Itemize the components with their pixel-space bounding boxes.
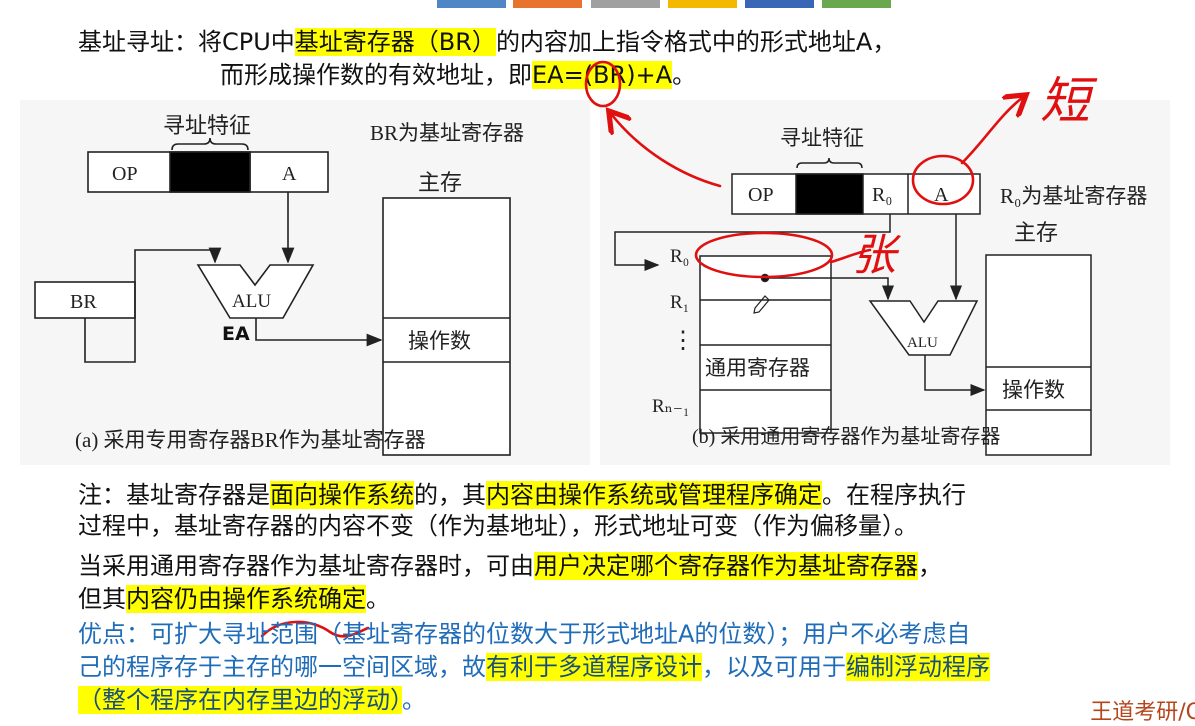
red-ink-annotations — [260, 60, 1022, 638]
br-label: BR — [70, 291, 97, 313]
br-note: BR为基址寄存器 — [370, 121, 524, 145]
register-dots: ⋮ — [671, 328, 695, 354]
text-segment: 但其 — [78, 585, 126, 613]
brand-footer: 王道考研/CS — [1090, 700, 1195, 725]
highlighted-text: 编制浮动程序 — [846, 653, 990, 681]
text-segment: 。在程序执行 — [822, 481, 966, 509]
operand-label-b: 操作数 — [1002, 378, 1065, 402]
text-segment: 基址寻址：将CPU中 — [78, 28, 295, 56]
text-segment: 优点：可扩大寻址范围（基址寄存器的位数大于形式地址A的位数）；用户不必考虑自 — [78, 620, 971, 648]
op-field-b: OP — [748, 184, 774, 206]
text-segment: 。 — [402, 686, 426, 714]
alu-label-b: ALU — [907, 335, 938, 351]
highlighted-text: 内容仍由操作系统确定 — [126, 585, 366, 613]
highlighted-text: EA=(BR)+A — [532, 61, 673, 89]
text-segment: 的内容加上指令格式中的形式地址A， — [495, 28, 897, 56]
op-field-a: OP — [112, 163, 138, 185]
text-segment: 的，其 — [414, 481, 486, 509]
br-register — [34, 281, 136, 319]
memory-label-b: 主存 — [1014, 220, 1058, 245]
text-segment: ，以及可用于 — [702, 653, 846, 681]
highlighted-text: 基址寄存器（BR） — [294, 28, 496, 56]
r1-label: R₁ — [670, 292, 689, 313]
memory-label-a: 主存 — [418, 170, 462, 195]
ea-label: EA — [222, 323, 250, 345]
alu-b — [868, 300, 979, 356]
highlighted-text: 内容由操作系统或管理程序确定 — [486, 481, 822, 509]
highlighted-text: 用户决定哪个寄存器作为基址寄存器 — [534, 552, 918, 580]
gpr-label: 通用寄存器 — [705, 356, 810, 380]
text-segment: 。 — [366, 585, 390, 613]
note-line-2: 过程中，基址寄存器的内容不变（作为基地址），形式地址可变（作为偏移量）。 — [78, 511, 918, 541]
highlighted-text: （整个程序在内存里边的浮动） — [78, 686, 402, 714]
rn1-label: Rₙ₋₁ — [652, 396, 690, 417]
text-segment: 己的程序存于主存的哪一空间区域，故 — [78, 653, 486, 681]
operand-label-a: 操作数 — [408, 329, 471, 353]
highlighted-text: 有利于多道程序设计 — [486, 653, 702, 681]
r0-label: R₀ — [670, 246, 689, 267]
slide-tab — [745, 0, 814, 8]
r0-note: R₀为基址寄存器 — [1000, 184, 1147, 208]
highlighted-text: 面向操作系统 — [270, 481, 414, 509]
text-segment: 过程中，基址寄存器的内容不变（作为基地址），形式地址可变（作为偏移量）。 — [78, 512, 918, 540]
alu-a — [196, 264, 315, 319]
main-memory-a — [382, 197, 511, 456]
text-segment: ， — [918, 552, 942, 580]
a-field-b: A — [934, 184, 949, 206]
slide-tab — [591, 0, 660, 8]
text-segment: 而形成操作数的有效地址，即 — [220, 61, 532, 89]
definition-line-1: 基址寻址：将CPU中基址寄存器（BR）的内容加上指令格式中的形式地址A， — [78, 27, 896, 57]
diagram-a — [34, 137, 511, 456]
text-segment: 当采用通用寄存器作为基址寄存器时，可由 — [78, 552, 534, 580]
addr-feature-label-a: 寻址特征 — [163, 113, 251, 138]
slide-tab — [513, 0, 582, 8]
handwritten-note-1: 短 — [1040, 72, 1098, 130]
definition-line-2: 而形成操作数的有效地址，即EA=(BR)+A。 — [220, 60, 696, 90]
main-memory-b — [985, 254, 1092, 456]
handwritten-note-2: 张 — [852, 230, 901, 281]
addr-feature-label-b: 寻址特征 — [780, 126, 864, 150]
slide-tab — [437, 0, 506, 8]
note-line-1: 注：基址寄存器是面向操作系统的，其内容由操作系统或管理程序确定。在程序执行 — [78, 480, 966, 510]
alu-label-a: ALU — [232, 291, 271, 312]
slide-tab — [668, 0, 737, 8]
slide-tab — [822, 0, 891, 8]
caption-a: (a) 采用专用寄存器BR作为基址寄存器 — [75, 428, 426, 452]
r0-field: R₀ — [872, 184, 892, 206]
diagram-b — [614, 157, 1092, 456]
text-segment: 。 — [672, 61, 697, 89]
advantage-line-3: （整个程序在内存里边的浮动）。 — [78, 685, 426, 715]
a-field-a: A — [282, 163, 297, 185]
note-line-3: 当采用通用寄存器作为基址寄存器时，可由用户决定哪个寄存器作为基址寄存器， — [78, 551, 942, 581]
note-line-4: 但其内容仍由操作系统确定。 — [78, 584, 390, 614]
advantage-line-2: 己的程序存于主存的哪一空间区域，故有利于多道程序设计，以及可用于编制浮动程序 — [78, 652, 990, 682]
advantage-line-1: 优点：可扩大寻址范围（基址寄存器的位数大于形式地址A的位数）；用户不必考虑自 — [78, 619, 970, 649]
text-segment: 注：基址寄存器是 — [78, 481, 270, 509]
caption-b: (b) 采用通用寄存器作为基址寄存器 — [692, 425, 1000, 448]
pencil-icon — [753, 295, 770, 314]
